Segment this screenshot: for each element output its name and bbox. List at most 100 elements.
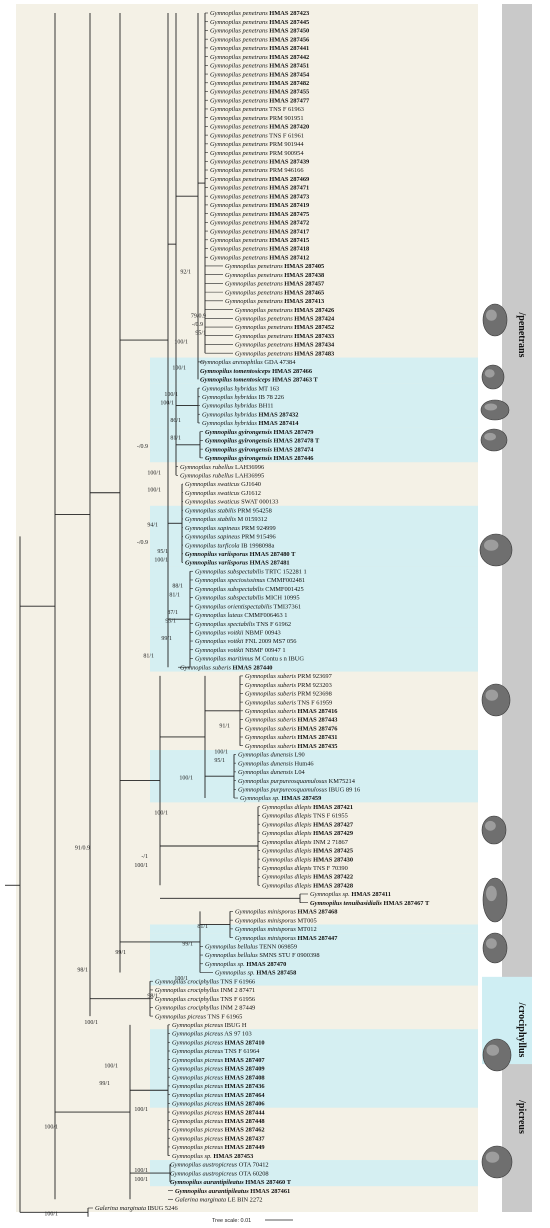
- taxon-label: Gymnopilus penetrans HMAS 287426: [235, 307, 335, 314]
- taxon-label: Gymnopilus penetrans HMAS 287452: [235, 324, 334, 331]
- taxon-voucher: PRM 946166: [268, 167, 304, 174]
- tree-scale-label: Tree scale: 0.01: [212, 1218, 251, 1224]
- taxon-voucher: HMAS 287451: [268, 63, 310, 70]
- taxon-species: Gymnopilus austropicreus: [170, 1170, 238, 1177]
- taxon-species: Gymnopilus tenuibasidialis: [310, 900, 382, 907]
- taxon-species: Gymnopilus speciosissimus: [195, 577, 266, 584]
- taxon-label: Gymnopilus picreus HMAS 287408: [172, 1074, 265, 1081]
- taxon-species: Gymnopilus penetrans: [235, 342, 293, 349]
- taxon-voucher: HMAS 287445: [268, 19, 310, 26]
- taxon-species: Gymnopilus gyirongensis: [205, 455, 272, 462]
- taxon-label: Gymnopilus stabilis M 0159312: [185, 516, 267, 523]
- taxon-label: Gymnopilus suberis HMAS 287435: [245, 743, 338, 750]
- taxon-species: Gymnopilus gyirongensis: [205, 446, 272, 453]
- taxon-label: Galerina marginata IBUG 5246: [95, 1205, 178, 1212]
- taxon-voucher: HMAS 287478 T: [272, 438, 320, 445]
- tree-scale: Tree scale: 0.01: [212, 1218, 293, 1224]
- taxon-voucher: HMAS 287414: [257, 420, 299, 427]
- clade-highlight-5: [150, 566, 478, 611]
- taxon-label: Gymnopilus tomentosiceps HMAS 287463 T: [200, 377, 319, 384]
- taxon-species: Gymnopilus suberis: [245, 691, 296, 698]
- taxon-voucher: OTA 70412: [237, 1162, 268, 1169]
- taxon-label: Gymnopilus penetrans HMAS 287412: [210, 254, 309, 261]
- taxon-label: Gymnopilus maritimus M Contu s n IBUG: [195, 656, 304, 663]
- taxon-species: Gymnopilus penetrans: [210, 202, 268, 209]
- taxon-label: Gymnopilus dilepis HMAS 287427: [262, 821, 354, 828]
- taxon-label-layer: Gymnopilus penetrans HMAS 287423Gymnopil…: [95, 10, 430, 1212]
- taxon-species: Gymnopilus dilepis: [262, 848, 312, 855]
- taxon-voucher: LE BIN 2272: [226, 1196, 262, 1203]
- taxon-species: Gymnopilus sapineus: [185, 534, 240, 541]
- taxon-voucher: HMAS 287460 T: [244, 1179, 292, 1186]
- taxon-species: Gymnopilus dunensis: [238, 752, 293, 759]
- taxon-species: Gymnopilus penetrans: [225, 298, 283, 305]
- taxon-voucher: HMAS 287467 T: [382, 900, 430, 907]
- taxon-voucher: HMAS 287434: [293, 342, 335, 349]
- taxon-label: Gymnopilus arenophilus GDA 47384: [200, 359, 296, 366]
- taxon-species: Gymnopilus penetrans: [210, 97, 268, 104]
- taxon-label: Gymnopilus penetrans HMAS 287424: [235, 315, 335, 322]
- taxon-label: Gymnopilus variisporus HMAS 287480 T: [185, 551, 296, 558]
- support-value: 99/1: [182, 941, 193, 947]
- taxon-voucher: M 0159312: [236, 516, 267, 523]
- taxon-species: Gymnopilus penetrans: [210, 211, 268, 218]
- taxon-voucher: HMAS 287418: [268, 246, 310, 253]
- taxon-voucher: HMAS 287443: [296, 717, 338, 724]
- taxon-voucher: HMAS 287482: [268, 80, 310, 87]
- taxon-label: Gymnopilus penetrans HMAS 287445: [210, 19, 309, 26]
- taxon-voucher: HMAS 287405: [283, 263, 325, 270]
- taxon-voucher: HMAS 287474: [272, 446, 314, 453]
- taxon-label: Gymnopilus hybridus HMAS 287432: [202, 411, 298, 418]
- taxon-voucher: HMAS 287424: [293, 315, 335, 322]
- taxon-label: Gymnopilus picreus HMAS 287407: [172, 1057, 265, 1064]
- support-value: 100/1: [44, 1124, 58, 1130]
- taxon-voucher: TENN 069859: [258, 944, 297, 951]
- support-value: 94/1: [147, 523, 158, 529]
- taxon-voucher: Hum46: [293, 760, 314, 767]
- support-value: 81/1: [197, 924, 208, 930]
- taxon-voucher: HMAS 287420: [268, 124, 310, 131]
- taxon-label: Gymnopilus penetrans PRM 901944: [210, 141, 304, 148]
- support-value: 100/1: [134, 1168, 148, 1174]
- taxon-voucher: MICH 10995: [264, 595, 300, 602]
- taxon-label: Gymnopilus picreus HMAS 287444: [172, 1109, 265, 1116]
- taxon-label: Gymnopilus penetrans PRM 901951: [210, 115, 304, 122]
- taxon-voucher: PRM 923698: [296, 691, 332, 698]
- taxon-species: Gymnopilus penetrans: [210, 237, 268, 244]
- taxon-label: Gymnopilus dunensis L90: [238, 752, 305, 759]
- taxon-species: Gymnopilus picreus: [172, 1031, 224, 1038]
- taxon-voucher: HMAS 287459: [280, 795, 322, 802]
- support-value: 87/1: [167, 610, 178, 616]
- taxon-species: Gymnopilus suberis: [245, 717, 296, 724]
- taxon-species: Gymnopilus rubellus: [180, 472, 234, 479]
- taxon-species: Gymnopilus picreus: [172, 1048, 224, 1055]
- taxon-species: Gymnopilus picreus: [172, 1057, 224, 1064]
- spore-image-0: [482, 303, 508, 337]
- taxon-voucher: FNL 2009 MS7 056: [243, 638, 296, 645]
- support-value: 95/1: [157, 549, 168, 555]
- support-value: 100/1: [134, 1107, 148, 1113]
- taxon-voucher: HMAS 287454: [268, 71, 310, 78]
- support-value: 99/1: [115, 950, 126, 956]
- taxon-species: Gymnopilus penetrans: [225, 263, 283, 270]
- taxon-label: Gymnopilus penetrans HMAS 287434: [235, 342, 335, 349]
- taxon-species: Gymnopilus tomentosiceps: [200, 377, 271, 384]
- taxon-voucher: HMAS 287435: [296, 743, 338, 750]
- taxon-label: Gymnopilus voitkii NBMF 00947 1: [195, 647, 286, 654]
- taxon-label: Gymnopilus variisporus HMAS 287481: [185, 560, 290, 567]
- taxon-species: Gymnopilus penetrans: [210, 106, 268, 113]
- taxon-voucher: INM 2 87449: [219, 1005, 255, 1012]
- highlight-layer: [150, 357, 478, 1187]
- taxon-label: Gymnopilus speciosissimus CMMF002481: [195, 577, 305, 584]
- taxon-label: Gymnopilus gyirongensis HMAS 287479: [205, 429, 313, 436]
- clade-highlight-9: [150, 924, 478, 934]
- taxon-species: Gymnopilus crociphyllus: [155, 996, 219, 1003]
- support-value: -/0.9: [192, 322, 203, 328]
- taxon-voucher: HMAS 287470: [245, 961, 287, 968]
- taxon-label: Gymnopilus penetrans HMAS 287450: [210, 28, 309, 35]
- spore-image-9: [482, 1038, 512, 1072]
- taxon-voucher: SMNS STU F 0900398: [258, 952, 320, 959]
- taxon-label: Gymnopilus sp. HMAS 287459: [240, 795, 321, 802]
- taxon-voucher: HMAS 287442: [268, 54, 310, 61]
- taxon-label: Gymnopilus suberis HMAS 287431: [245, 734, 338, 741]
